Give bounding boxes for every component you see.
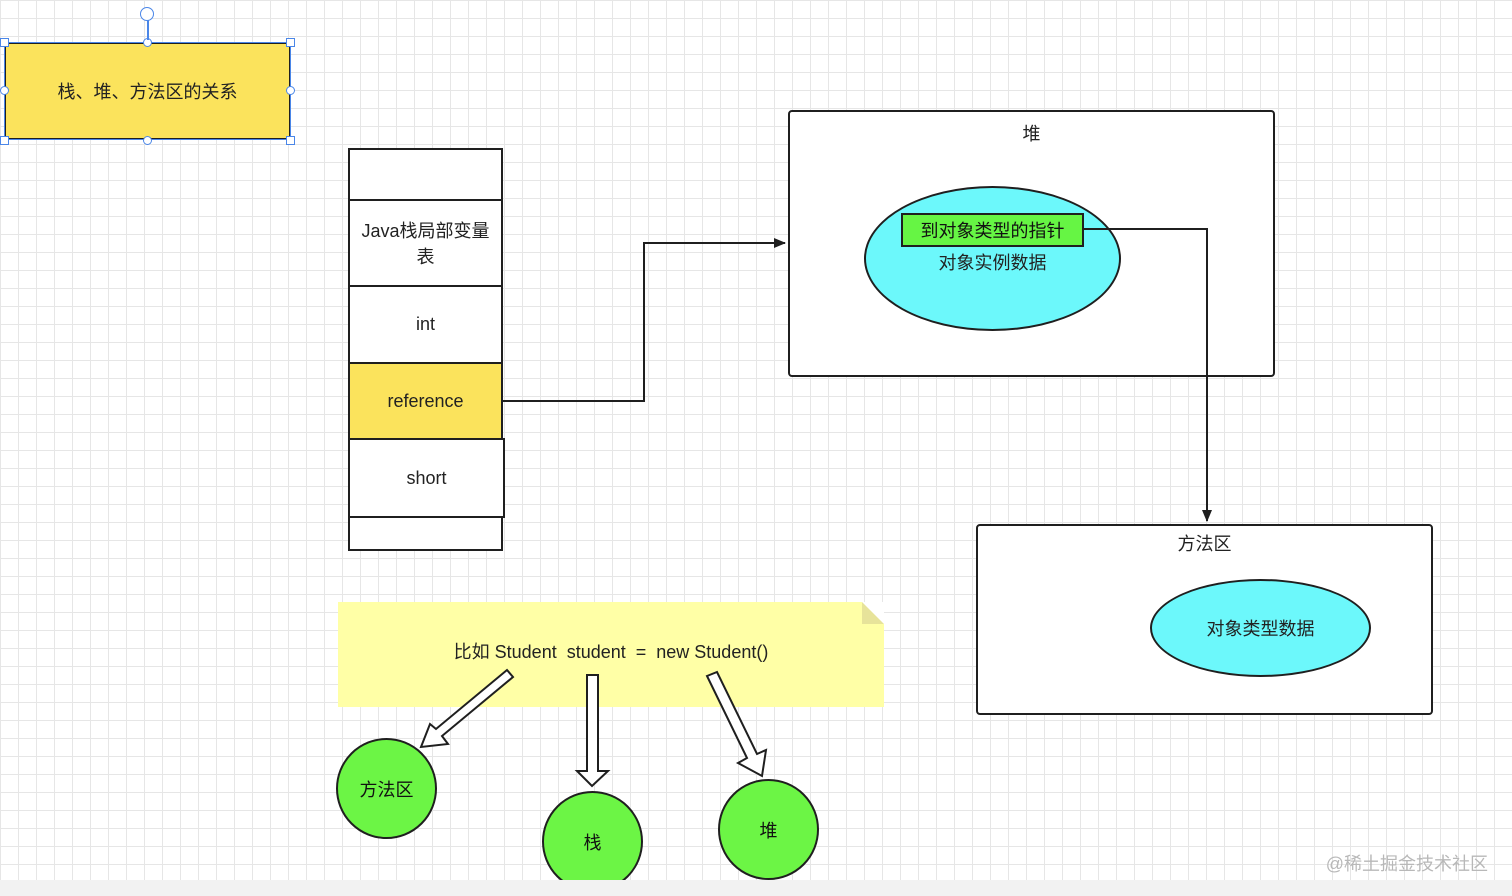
stack-cell-label: reference — [387, 390, 464, 411]
circle-stack[interactable]: 栈 — [542, 791, 643, 892]
connection-point-left[interactable] — [0, 86, 9, 95]
object-type-ellipse[interactable]: 对象类型数据 — [1150, 579, 1371, 677]
method-area-label: 方法区 — [1177, 534, 1232, 554]
stack-cell-label: short — [406, 467, 447, 488]
resize-handle-ne[interactable] — [286, 38, 295, 47]
stack-cell-short[interactable]: short — [348, 438, 505, 518]
hollow-arrow-to-stack-circle[interactable] — [574, 674, 611, 788]
stack-cell-label: Java栈局部变量表 — [361, 221, 490, 267]
watermark: @稀土掘金技术社区 — [1325, 854, 1488, 874]
stack-cell-local-vars[interactable]: Java栈局部变量表 — [348, 199, 503, 287]
resize-handle-nw[interactable] — [0, 38, 9, 47]
connection-point-right[interactable] — [286, 86, 295, 95]
title-label: 栈、堆、方法区的关系 — [57, 82, 238, 102]
note-fold-corner — [862, 602, 884, 624]
stack-cell-int[interactable]: int — [348, 285, 503, 364]
circle-method-area[interactable]: 方法区 — [336, 738, 437, 839]
example-note[interactable]: 比如 Student student = new Student() — [338, 602, 884, 707]
circle-heap[interactable]: 堆 — [718, 779, 819, 880]
heap-label: 堆 — [1022, 124, 1041, 144]
connection-point-bottom[interactable] — [143, 136, 152, 145]
rotate-handle[interactable] — [140, 7, 154, 21]
circle-label: 栈 — [583, 832, 602, 853]
circle-label: 方法区 — [359, 779, 414, 800]
rotate-stem — [147, 20, 149, 40]
stack-cell-label: int — [415, 314, 435, 334]
pointer-to-method-area-connector[interactable] — [1084, 228, 1212, 522]
title-box[interactable]: 栈、堆、方法区的关系 — [4, 42, 291, 140]
example-code-text: 比如 Student student = new Student() — [453, 641, 769, 662]
object-type-label: 对象类型数据 — [1206, 619, 1315, 639]
resize-handle-sw[interactable] — [0, 136, 9, 145]
reference-to-heap-connector[interactable] — [503, 238, 786, 402]
circle-label: 堆 — [759, 820, 778, 841]
type-pointer-box[interactable]: 到对象类型的指针 — [901, 213, 1084, 247]
hollow-arrow-to-method-circle[interactable] — [419, 668, 515, 749]
object-instance-label: 对象实例数据 — [938, 253, 1047, 273]
type-pointer-label: 到对象类型的指针 — [920, 221, 1065, 241]
stack-cell-top[interactable] — [348, 148, 503, 201]
bottom-scroll-strip — [0, 880, 1512, 896]
resize-handle-se[interactable] — [286, 136, 295, 145]
stack-cell-bottom[interactable] — [348, 516, 503, 551]
hollow-arrow-to-heap-circle[interactable] — [705, 670, 768, 778]
object-instance-ellipse[interactable] — [864, 186, 1121, 331]
